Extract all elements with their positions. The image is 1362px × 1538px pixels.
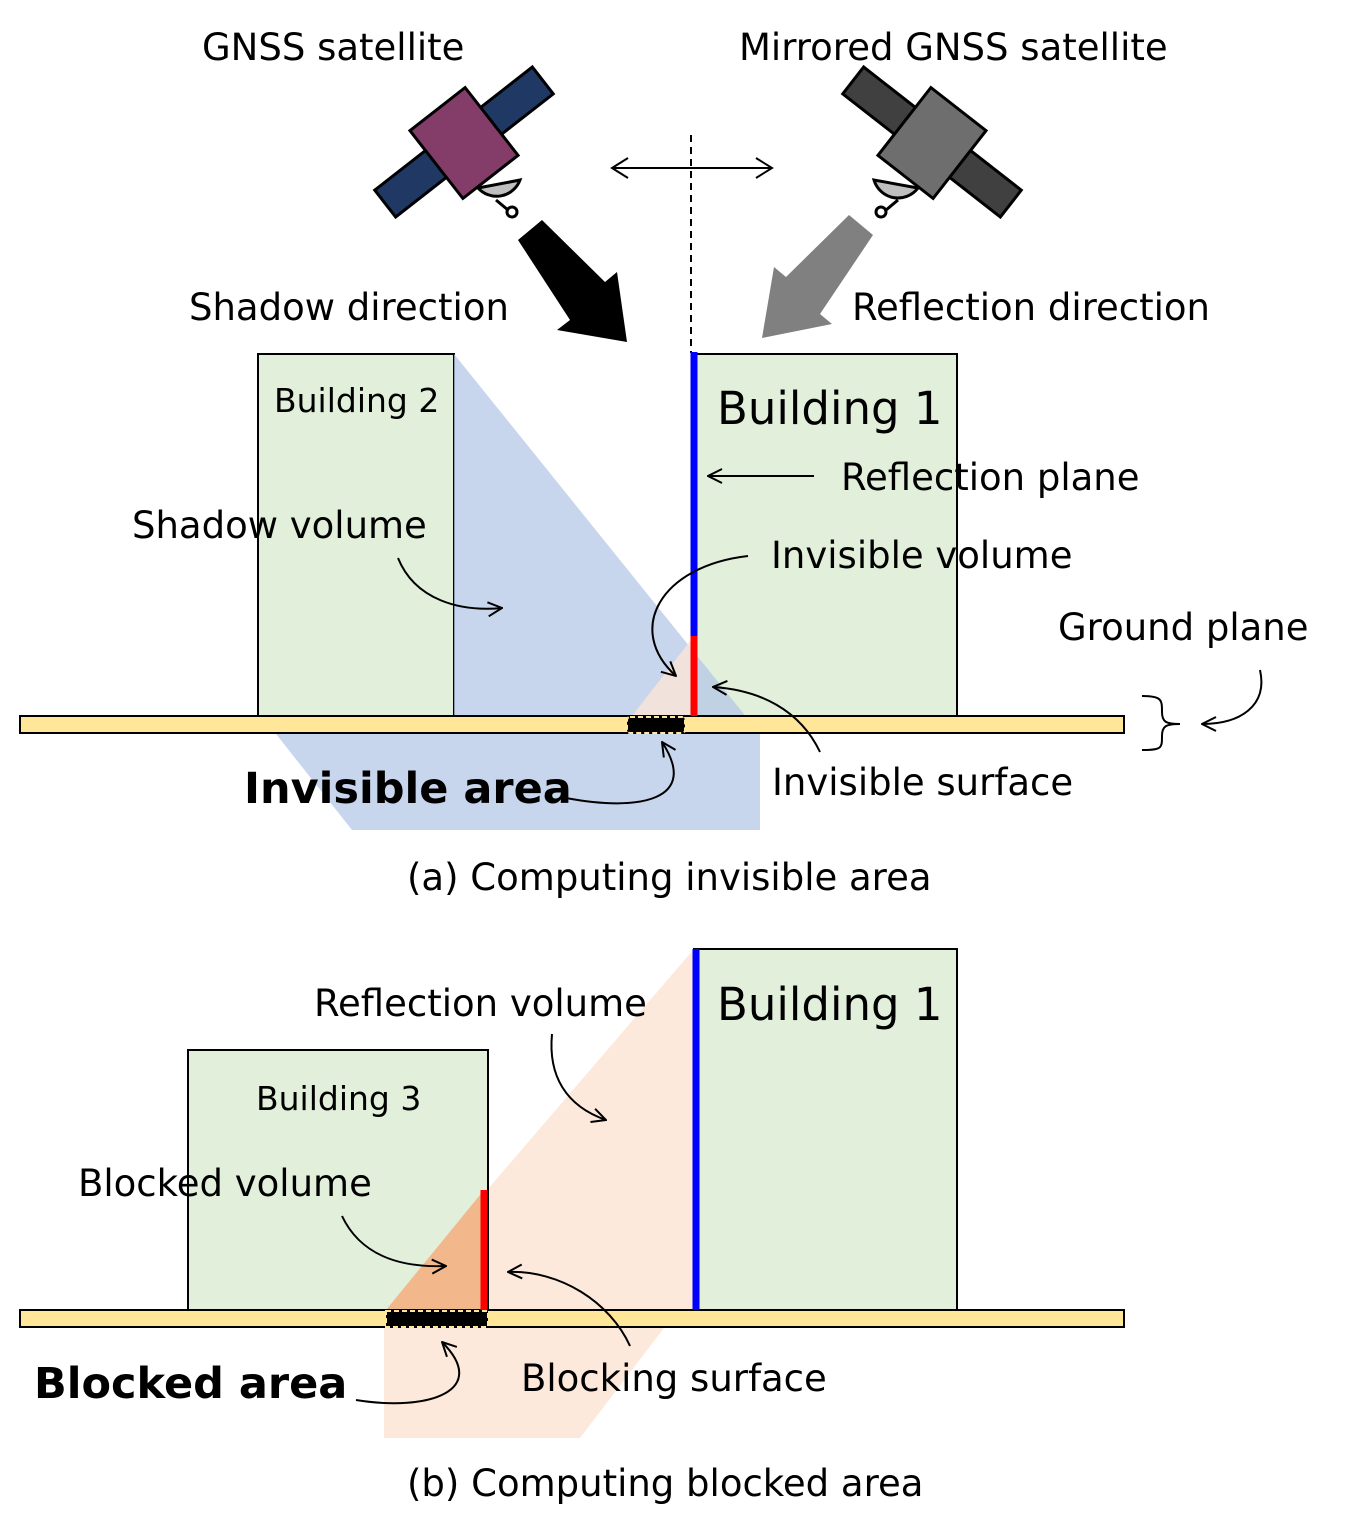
- mirror-double-arrow: [610, 157, 774, 179]
- blocked-area-label: Blocked area: [34, 1359, 347, 1409]
- mirrored-satellite-label: Mirrored GNSS satellite: [739, 26, 1168, 69]
- building-3-label: Building 3: [256, 1079, 421, 1118]
- blocked-area-pointer: [355, 1342, 461, 1405]
- caption-b: (b) Computing blocked area: [407, 1462, 923, 1505]
- invisible-surface-pointer: [713, 687, 821, 753]
- invisible-surface-label: Invisible surface: [772, 761, 1073, 804]
- ground-plane-a: [19, 715, 1125, 734]
- reflection-direction-arrow: [762, 215, 873, 338]
- reflection-volume-label: Reflection volume: [314, 982, 647, 1025]
- ground-plane-b: [19, 1309, 1125, 1328]
- shadow-direction-arrow: [518, 220, 627, 342]
- building-1-label-a: Building 1: [717, 382, 942, 435]
- building-2: [257, 353, 455, 717]
- blocking-surface-label: Blocking surface: [521, 1357, 827, 1400]
- blocked-area-marker: [385, 1310, 489, 1328]
- reflection-direction-label: Reflection direction: [852, 286, 1210, 329]
- invisible-area-label: Invisible area: [244, 764, 572, 814]
- ground-plane-pointer: [1202, 669, 1263, 724]
- shadow-volume-pointer: [397, 557, 502, 609]
- invisible-area-pointer: [565, 742, 674, 805]
- shadow-direction-label: Shadow direction: [189, 286, 509, 329]
- invisible-area-marker: [626, 716, 686, 734]
- ground-plane-brace: [1141, 695, 1181, 751]
- ground-plane-label: Ground plane: [1058, 606, 1309, 649]
- blocked-volume: [386, 1190, 484, 1310]
- invisible-volume-label: Invisible volume: [771, 534, 1072, 577]
- building-1-b: [693, 948, 958, 1311]
- blocked-volume-label: Blocked volume: [78, 1162, 372, 1205]
- building-1-label-b: Building 1: [717, 978, 942, 1031]
- mirrored-satellite-icon: [840, 64, 1024, 220]
- blocking-surface-pointer: [508, 1272, 631, 1347]
- reflection-volume-pointer: [550, 1033, 606, 1120]
- gnss-satellite-icon: [372, 64, 556, 220]
- building-3: [187, 1049, 489, 1311]
- shadow-volume-label: Shadow volume: [132, 504, 427, 547]
- building-2-label: Building 2: [274, 381, 439, 420]
- blocked-volume-pointer: [341, 1215, 446, 1266]
- invisible-volume-pointer: [651, 555, 749, 676]
- caption-a: (a) Computing invisible area: [407, 856, 932, 899]
- reflection-plane-label: Reflection plane: [841, 456, 1140, 499]
- gnss-satellite-label: GNSS satellite: [202, 26, 464, 69]
